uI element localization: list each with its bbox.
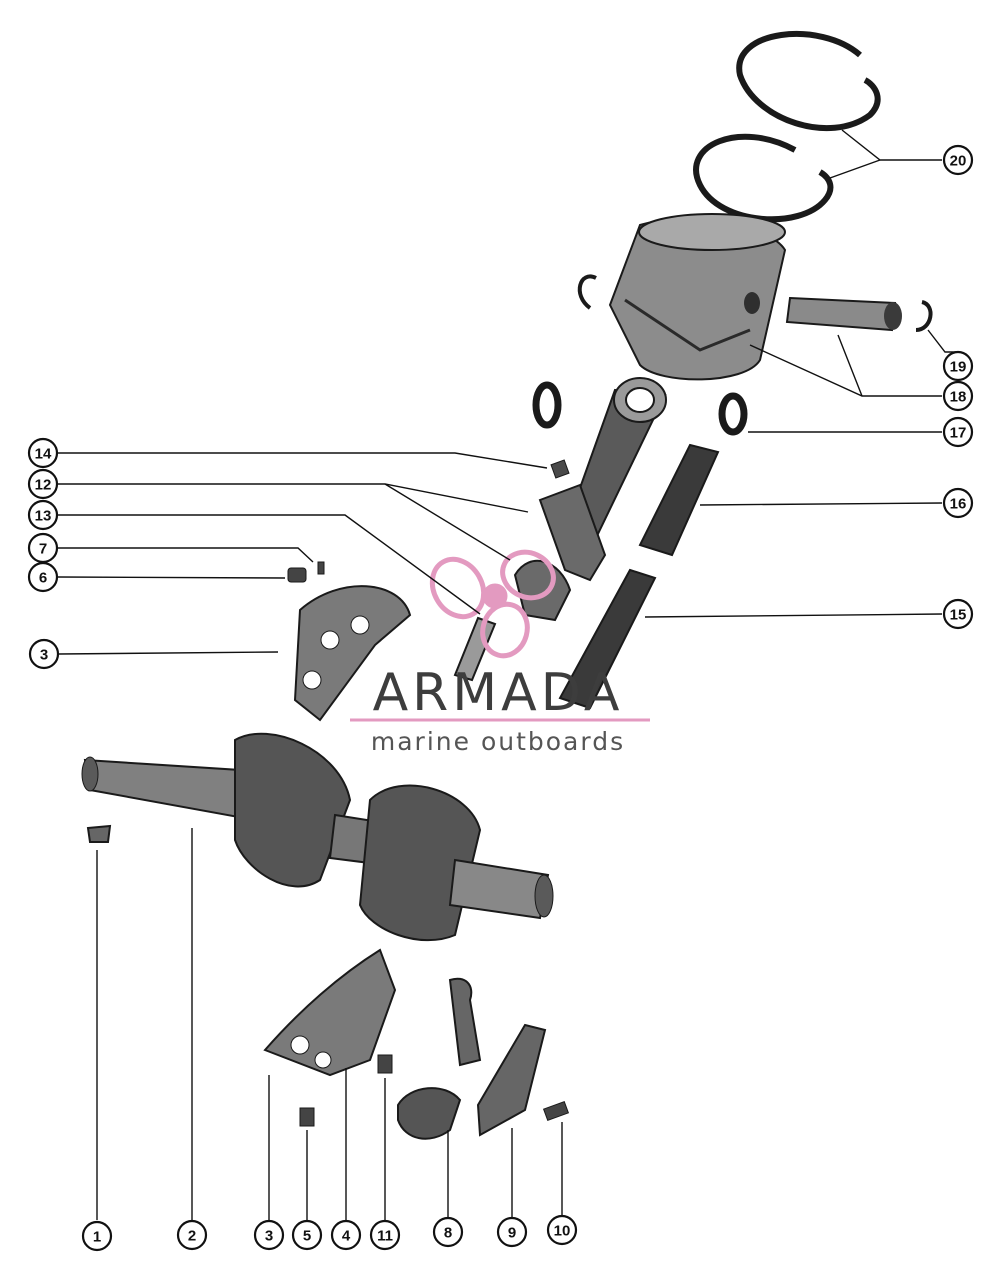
piston-rings bbox=[693, 31, 881, 223]
leader-6 bbox=[57, 576, 286, 579]
callout-circle bbox=[496, 1216, 528, 1248]
leader-15 bbox=[644, 613, 943, 618]
needle-bearing-cages bbox=[558, 443, 720, 710]
armada-logo: ARMADA marine outboards bbox=[350, 549, 650, 756]
callout-label: 9 bbox=[508, 1225, 516, 1242]
leader-12a bbox=[58, 483, 529, 513]
callout-c6: 6 bbox=[27, 561, 59, 593]
callout-label: 8 bbox=[444, 1225, 452, 1242]
leader-20b bbox=[829, 159, 881, 179]
leader-20a bbox=[841, 129, 942, 161]
callout-circle bbox=[81, 1220, 113, 1252]
callout-circle bbox=[369, 1219, 401, 1251]
propeller-icon bbox=[429, 549, 556, 659]
callout-c10: 10 bbox=[546, 1214, 578, 1246]
callout-circle bbox=[27, 437, 59, 469]
leader-7 bbox=[58, 547, 314, 563]
callout-c8: 8 bbox=[432, 1216, 464, 1248]
callout-label: 20 bbox=[950, 153, 967, 170]
callout-label: 15 bbox=[950, 607, 967, 624]
callout-label: 19 bbox=[950, 359, 967, 376]
callout-label: 2 bbox=[188, 1228, 196, 1245]
leader-12b bbox=[384, 483, 511, 561]
callout-label: 11 bbox=[377, 1228, 393, 1245]
callout-c16: 16 bbox=[942, 487, 974, 519]
callout-circle bbox=[27, 468, 59, 500]
callout-label: 7 bbox=[39, 541, 47, 558]
callout-circle bbox=[27, 499, 59, 531]
callout-circle bbox=[942, 144, 974, 176]
callout-c18: 18 bbox=[942, 380, 974, 412]
main-bearing-lower bbox=[263, 948, 397, 1077]
callout-circle bbox=[176, 1219, 208, 1251]
callout-circle bbox=[253, 1219, 285, 1251]
lower-hardware bbox=[299, 977, 570, 1140]
leader-16 bbox=[699, 502, 943, 506]
callout-label: 13 bbox=[35, 508, 52, 525]
callout-c17: 17 bbox=[942, 416, 974, 448]
callout-c5: 5 bbox=[291, 1219, 323, 1251]
leader-13 bbox=[58, 514, 481, 615]
small-hardware bbox=[287, 561, 325, 583]
callout-label: 12 bbox=[35, 477, 52, 494]
callout-circle bbox=[942, 350, 974, 382]
piston-pin bbox=[785, 296, 902, 332]
callout-label: 16 bbox=[950, 496, 967, 513]
callout-c4: 4 bbox=[330, 1219, 362, 1251]
leader-18b bbox=[837, 334, 863, 397]
callout-c2: 2 bbox=[176, 1219, 208, 1251]
callout-circle bbox=[942, 416, 974, 448]
callout-label: 5 bbox=[303, 1228, 311, 1245]
callout-label: 14 bbox=[35, 446, 52, 463]
callout-circle bbox=[942, 598, 974, 630]
callout-c15: 15 bbox=[942, 598, 974, 630]
callout-label: 17 bbox=[950, 425, 967, 442]
thrust-washers bbox=[532, 381, 748, 436]
callout-label: 3 bbox=[265, 1228, 273, 1245]
callout-label: 4 bbox=[342, 1228, 351, 1245]
callout-c1: 1 bbox=[81, 1220, 113, 1252]
callout-c20: 20 bbox=[942, 144, 974, 176]
callout-label: 10 bbox=[554, 1223, 571, 1240]
leader-19 bbox=[927, 329, 958, 353]
callout-c19: 19 bbox=[942, 350, 974, 382]
piston bbox=[608, 213, 787, 381]
callout-label: 6 bbox=[39, 570, 47, 587]
callout-c12: 12 bbox=[27, 468, 59, 500]
callout-c11: 11 bbox=[369, 1219, 401, 1251]
brand-tagline: marine outboards bbox=[371, 727, 625, 756]
leader-3a bbox=[58, 651, 279, 655]
callout-circle bbox=[546, 1214, 578, 1246]
callout-circle bbox=[27, 532, 59, 564]
callout-label: 3 bbox=[40, 647, 48, 664]
callout-circle bbox=[330, 1219, 362, 1251]
lock-rings bbox=[577, 274, 933, 332]
callout-c7: 7 bbox=[27, 532, 59, 564]
callout-circle bbox=[432, 1216, 464, 1248]
connecting-rod bbox=[538, 377, 667, 582]
callout-c13: 13 bbox=[27, 499, 59, 531]
leader-lines bbox=[57, 129, 958, 1220]
callout-c3a: 3 bbox=[28, 638, 60, 670]
leader-18a bbox=[749, 344, 942, 397]
callout-circle bbox=[28, 638, 60, 670]
callout-c9: 9 bbox=[496, 1216, 528, 1248]
callout-c14: 14 bbox=[27, 437, 59, 469]
callout-c3b: 3 bbox=[253, 1219, 285, 1251]
brand-name: ARMADA bbox=[373, 663, 624, 723]
main-bearing-upper bbox=[293, 585, 412, 722]
callout-circle bbox=[942, 380, 974, 412]
callout-circle bbox=[942, 487, 974, 519]
callout-circle bbox=[291, 1219, 323, 1251]
woodruff-key bbox=[86, 824, 112, 843]
callout-label: 18 bbox=[950, 389, 967, 406]
callout-label: 1 bbox=[93, 1229, 101, 1246]
crankshaft bbox=[81, 732, 554, 942]
leader-14 bbox=[58, 452, 548, 469]
